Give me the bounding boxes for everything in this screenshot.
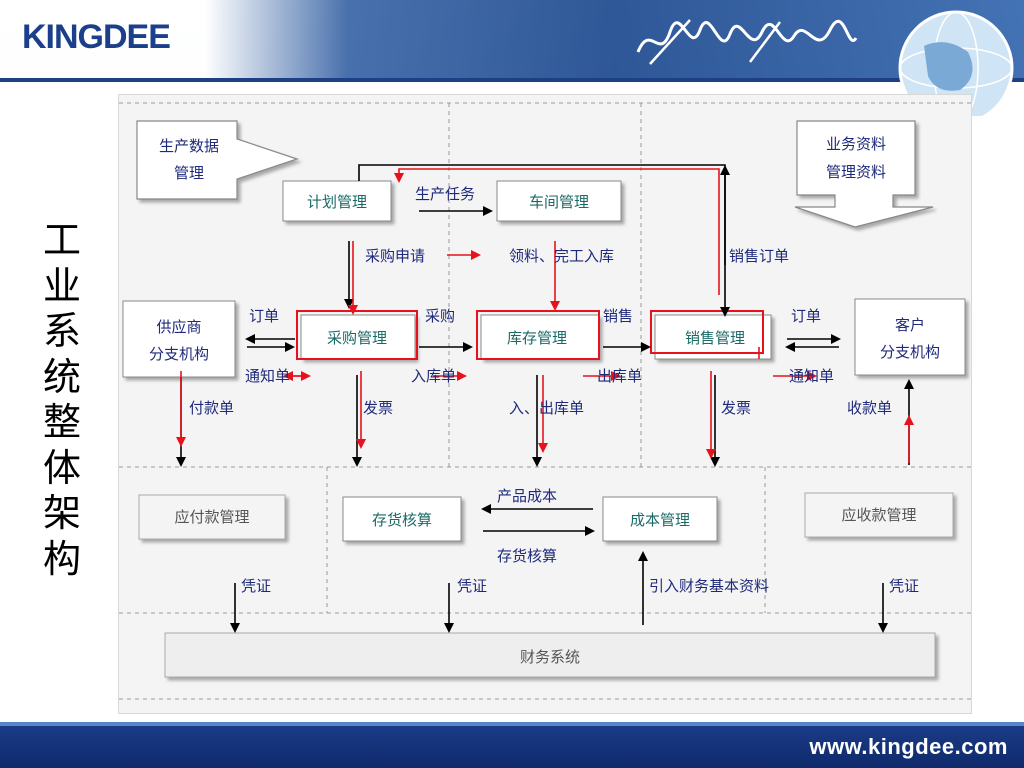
workshop-label: 车间管理	[529, 193, 589, 211]
business-data-label-1: 业务资料	[826, 135, 886, 153]
label-notice-right: 通知单	[789, 367, 834, 385]
label-stock-in: 入库单	[411, 367, 456, 385]
plan-label: 计划管理	[307, 193, 367, 211]
production-data-label-1: 生产数据	[159, 137, 219, 155]
globe-icon	[898, 10, 1014, 116]
supplier-label-1: 供应商	[156, 318, 201, 336]
architecture-diagram: 生产数据 管理 业务资料 管理资料 计划管理 车间管理 供应商 分支机构 采购管…	[118, 94, 972, 714]
receivable-management-box[interactable]: 应收款管理	[804, 492, 954, 538]
header-rule	[0, 78, 1024, 82]
label-product-cost: 产品成本	[497, 487, 557, 505]
label-voucher-2: 凭证	[457, 577, 487, 595]
black-connectors	[176, 164, 914, 633]
header-banner: KINGDEE	[0, 0, 1024, 82]
sales-label: 销售管理	[685, 329, 745, 347]
label-purchase-request: 采购申请	[365, 247, 425, 265]
stock-accounting-label: 存货核算	[372, 511, 432, 529]
label-invoice-right: 发票	[721, 399, 751, 417]
purchase-management-box[interactable]: 采购管理	[296, 310, 418, 360]
footer-rule	[0, 722, 1024, 726]
label-sale: 销售	[603, 307, 633, 325]
customer-label-1: 客户	[895, 316, 925, 334]
finance-system-box[interactable]: 财务系统	[164, 632, 936, 678]
label-payment: 付款单	[189, 399, 234, 417]
page-title: 工 业 系 统 整 体 架 构	[42, 218, 81, 581]
label-stock-acct: 存货核算	[497, 547, 557, 565]
supplier-box[interactable]: 供应商 分支机构	[122, 300, 236, 378]
receivable-label: 应收款管理	[841, 506, 916, 524]
label-import-finance: 引入财务基本资料	[649, 577, 769, 595]
finance-label: 财务系统	[520, 648, 580, 666]
purchase-label: 采购管理	[327, 329, 387, 347]
label-in-out: 入、出库单	[509, 399, 584, 417]
footer-bar	[0, 726, 1024, 768]
label-notice-left: 通知单	[245, 367, 290, 385]
stock-accounting-box[interactable]: 存货核算	[342, 496, 462, 542]
slogan-calligraphy	[636, 19, 858, 65]
label-stock-out: 出库单	[597, 367, 642, 385]
cost-label: 成本管理	[630, 511, 690, 529]
business-data-label-2: 管理资料	[826, 163, 886, 181]
production-data-box: 生产数据 管理	[136, 120, 299, 200]
section-dividers	[119, 102, 971, 700]
diagram-canvas: 生产数据 管理 业务资料 管理资料 计划管理 车间管理 供应商 分支机构 采购管…	[119, 102, 971, 700]
label-prod-task: 生产任务	[415, 185, 475, 203]
label-voucher-1: 凭证	[241, 577, 271, 595]
label-purchase: 采购	[425, 307, 455, 325]
supplier-label-2: 分支机构	[149, 345, 209, 363]
label-order-right: 订单	[791, 307, 821, 325]
plan-management-box[interactable]: 计划管理	[282, 180, 392, 222]
label-voucher-3: 凭证	[889, 577, 919, 595]
inventory-label: 库存管理	[507, 329, 567, 347]
customer-label-2: 分支机构	[880, 343, 940, 361]
customer-box[interactable]: 客户 分支机构	[854, 298, 966, 376]
kingdee-logo: KINGDEE	[22, 18, 171, 57]
production-data-label-2: 管理	[174, 164, 204, 182]
payable-management-box[interactable]: 应付款管理	[138, 494, 286, 540]
red-connectors	[176, 168, 914, 463]
label-sales-order: 销售订单	[729, 247, 789, 265]
label-material-pick: 领料、完工入库	[509, 247, 614, 265]
logo-text: KINGDEE	[22, 18, 171, 56]
flow-labels: 生产任务 采购申请 领料、完工入库 销售订单 订单 采购 销售 订单 通知单 入…	[189, 185, 919, 595]
inventory-management-box[interactable]: 库存管理	[476, 310, 600, 360]
workshop-management-box[interactable]: 车间管理	[496, 180, 622, 222]
label-receipt: 收款单	[847, 399, 892, 417]
label-invoice-left: 发票	[363, 399, 393, 417]
cost-management-box[interactable]: 成本管理	[602, 496, 718, 542]
sales-management-box[interactable]: 销售管理	[650, 310, 772, 360]
footer-url-link[interactable]: www.kingdee.com	[809, 734, 1008, 759]
business-data-box: 业务资料 管理资料	[794, 120, 934, 228]
payable-label: 应付款管理	[174, 508, 249, 526]
label-order-left: 订单	[249, 307, 279, 325]
